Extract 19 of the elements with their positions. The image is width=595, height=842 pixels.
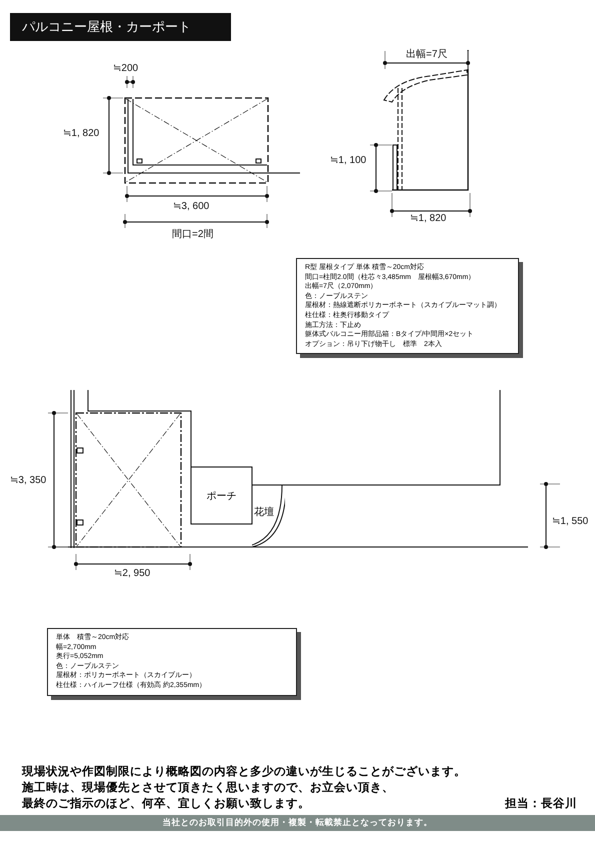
dimension-label: ≒2, 950 (114, 568, 150, 579)
dimension-label: ≒1, 100 (330, 155, 366, 166)
dimension-label: ≒200 (113, 63, 138, 74)
dimension-label: ≒3, 350 (10, 475, 46, 486)
person-in-charge: 担当：長谷川 (505, 796, 577, 811)
flowerbed-area (252, 485, 285, 547)
title-heading: パルコニー屋根・カーポート (10, 13, 231, 41)
notice-text: 現場状況や作図制限により概略図の内容と多少の違いが生じることがございます。 (22, 764, 466, 779)
dimension-label: 出幅=7尺 (406, 48, 448, 61)
notice-text: 施工時は、現場優先とさせて頂きたく思いますので、お立会い頂き、 (22, 780, 394, 795)
dimension-label: ≒3, 600 (173, 201, 210, 212)
dimension-label: ≒1, 550 (552, 516, 588, 527)
dimension-label: 間口=2間 (172, 228, 214, 241)
area-label: ポーチ (206, 490, 238, 502)
dimension-label: ≒1, 820 (410, 213, 446, 224)
dimension-label: ≒1, 820 (63, 128, 100, 139)
notice-text: 最終のご指示のほど、何卒、宜しくお願い致します。 (22, 796, 310, 811)
area-label: 花壇 (253, 506, 275, 519)
copyright-banner: 当社とのお取引目的外の使用・複製・転載禁止となっております。 (0, 815, 595, 831)
